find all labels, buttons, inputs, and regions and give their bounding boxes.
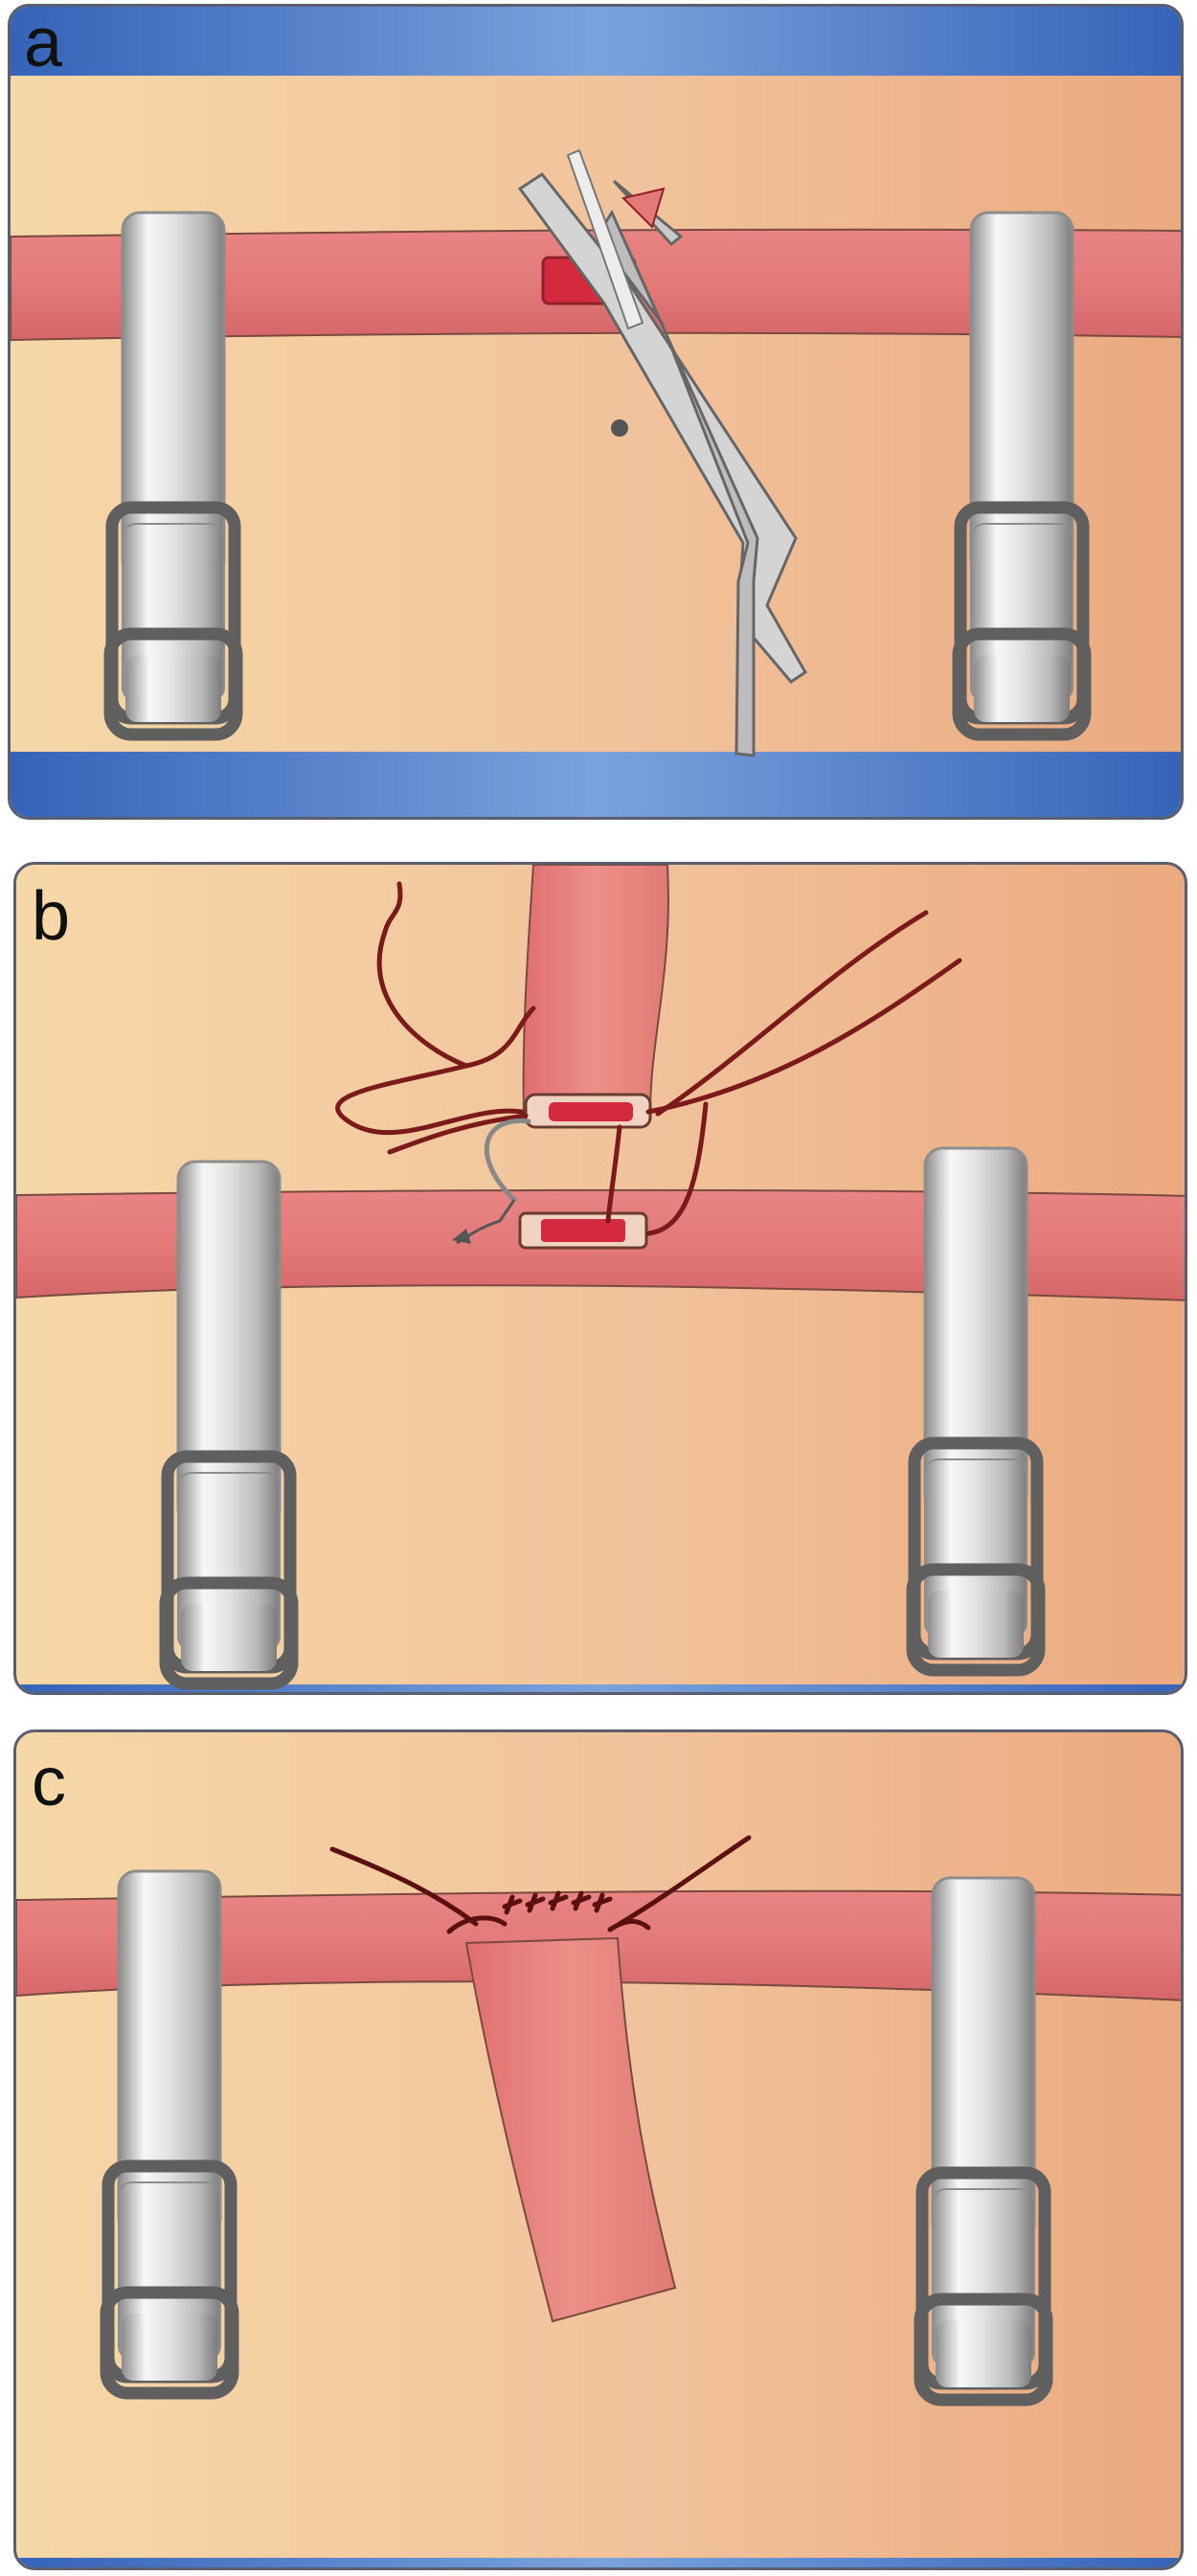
panel-b-illustration [16, 865, 1185, 1692]
suture-needle-icon [452, 1118, 531, 1245]
panel-a: a [8, 4, 1184, 820]
panel-label-a: a [24, 5, 63, 81]
vascular-clamp-icon [110, 213, 237, 734]
drape-bottom [16, 2558, 1181, 2567]
drape-top [11, 7, 1181, 76]
surgical-scissors-icon [517, 148, 807, 757]
panel-c: c [13, 1729, 1184, 2570]
vascular-clamp-icon [106, 1871, 233, 2393]
panel-label-c: c [32, 1744, 66, 1820]
panel-c-illustration [16, 1835, 1181, 2567]
drape-bottom [11, 752, 1181, 817]
arteriotomy-incision [518, 1211, 648, 1250]
anastomosis-sutures [329, 1835, 752, 1934]
vascular-clamp-icon [959, 213, 1085, 734]
panel-a-illustration [11, 7, 1181, 817]
vascular-clamp-icon [913, 1148, 1039, 1670]
suture-thread [335, 881, 962, 1236]
vascular-clamp-icon [166, 1162, 292, 1683]
vascular-clamp-icon [920, 1878, 1047, 2400]
panel-label-b: b [32, 878, 71, 955]
drape-bottom [16, 1684, 1185, 1692]
vessel-graft-icon [522, 865, 669, 1129]
panel-b: b [13, 862, 1187, 1695]
vessel-graft-icon [464, 1936, 677, 2323]
